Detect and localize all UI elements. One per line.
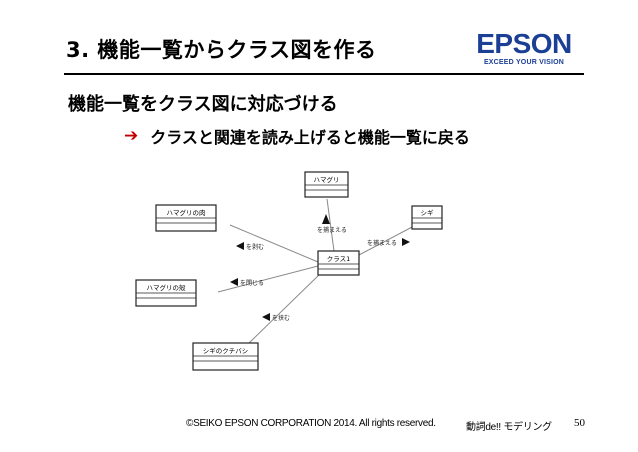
assoc-label-top: を捕まえる [317, 226, 347, 234]
class-name-right: シギ [421, 209, 435, 217]
page-number: 50 [574, 417, 585, 429]
assoc-label-bottom: を挟む [272, 314, 290, 322]
assoc-label-upper-left: を剥む [246, 243, 264, 251]
assoc-line-top [326, 198, 335, 252]
logo-brand: EPSON [476, 28, 572, 59]
bullet-text: クラスと関連を読み上げると機能一覧に戻る [150, 128, 470, 147]
bullet-item: ➔ クラスと関連を読み上げると機能一覧に戻る [124, 124, 470, 148]
title-divider [64, 73, 584, 75]
direction-arrow-bottom [262, 313, 270, 321]
class-box-bottom: シギのクチバシ [192, 342, 259, 371]
class-name-left: ハマグリの殻 [147, 283, 187, 292]
slide-title: 3. 機能一覧からクラス図を作る [66, 38, 377, 62]
class-box-top: ハマグリ [304, 171, 349, 198]
class-box-upper-left: ハマグリの肉 [155, 204, 217, 232]
slide-heading: 機能一覧をクラス図に対応づける [68, 94, 338, 115]
assoc-label-left: を閉じる [240, 280, 264, 287]
right-arrow-icon: ➔ [124, 126, 139, 146]
assoc-label-right: を捕まえる [367, 239, 397, 247]
epson-logo: EPSON EXCEED YOUR VISION [474, 28, 574, 67]
direction-arrow-upper-left [236, 242, 244, 250]
class-name-center: クラス1 [327, 255, 351, 263]
class-box-left: ハマグリの殻 [135, 279, 197, 307]
class-name-bottom: シギのクチバシ [203, 347, 249, 355]
direction-arrow-right [402, 238, 410, 246]
assoc-line-right [358, 225, 415, 256]
footer-copyright: ©SEIKO EPSON CORPORATION 2014. All right… [186, 418, 436, 429]
assoc-line-left [217, 265, 319, 293]
direction-arrow-top [322, 214, 330, 224]
assoc-line-upper-left [229, 224, 319, 263]
footer-series: 動詞de!! モデリング [466, 422, 552, 433]
direction-arrow-left [230, 278, 238, 286]
logo-tagline: EXCEED YOUR VISION [483, 59, 565, 66]
class-name-top: ハマグリ [314, 175, 340, 184]
class-name-upper-left: ハマグリの肉 [167, 208, 206, 217]
class-box-right: シギ [411, 205, 443, 230]
assoc-line-bottom [247, 271, 323, 345]
class-box-center: クラス1 [317, 250, 360, 276]
